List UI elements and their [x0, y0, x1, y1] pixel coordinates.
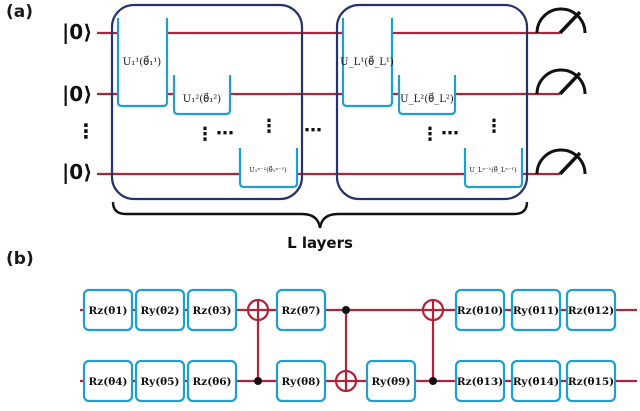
rotation-gate-label: Ry(θ14) — [513, 376, 559, 388]
cnot-1 — [246, 298, 270, 385]
cnot-3-control — [429, 377, 437, 385]
layers-label: L layers — [287, 234, 353, 252]
rotation-gate-label: Ry(θ9) — [372, 376, 411, 388]
rotation-gate-label: Ry(θ2) — [141, 305, 180, 317]
layers-brace — [111, 201, 529, 229]
meter-icon — [535, 68, 587, 96]
layer-box-1 — [110, 3, 304, 201]
qubit-vdots: ⋮ — [76, 119, 96, 143]
cnot-1-control — [254, 377, 262, 385]
panel-a-label: (a) — [6, 2, 33, 22]
rotation-gate-box — [82, 288, 134, 332]
rotation-gate-label: Rz(θ3) — [193, 305, 232, 317]
gate-uL-2-box — [397, 75, 457, 116]
rotation-gate-label: Ry(θ5) — [141, 376, 180, 388]
gate-uL-1-label: U_L¹(θ⃗_L¹) — [340, 55, 394, 68]
ket-zero-1: |0⟩ — [62, 20, 92, 44]
gate-u1-n-box — [238, 148, 299, 189]
layer-L-hdots: ⋯ — [441, 123, 459, 144]
rotation-gate-box — [186, 288, 238, 332]
gate-u1-2-label: U₁²(θ⃗₁²) — [183, 92, 221, 105]
rotation-gate-label: Rz(θ6) — [193, 376, 232, 388]
gate-u1-n-label: U₁ⁿ⁻¹(θ⃗₁ⁿ⁻¹) — [249, 165, 287, 174]
ket-zero-2: |0⟩ — [62, 82, 92, 106]
gate-uL-1-box — [341, 18, 394, 108]
rotation-gate-label: Rz(θ1) — [89, 305, 128, 317]
rotation-gate-box — [82, 359, 134, 403]
rotation-gate-label: Rz(θ12) — [568, 305, 614, 317]
rotation-gate-label: Rz(θ15) — [568, 376, 614, 388]
rotation-gate-label: Rz(θ4) — [89, 376, 128, 388]
layer-box-L — [335, 3, 529, 201]
gate-uL-2-label: U_L²(θ⃗_L²) — [400, 92, 454, 105]
layer-L-vdots-2: ⋮ — [485, 116, 503, 137]
gate-uL-n-box — [463, 148, 524, 189]
rotation-gate-box — [134, 359, 186, 403]
rotation-gate-label: Rz(θ7) — [282, 305, 321, 317]
layer-1-hdots: ⋯ — [216, 123, 234, 144]
rotation-gate-box — [454, 288, 506, 332]
rotation-gate-label: Rz(θ13) — [457, 376, 503, 388]
layer-1-gates: U₁¹(θ⃗₁¹) U₁²(θ⃗₁²) U₁ⁿ⁻¹(θ⃗₁ⁿ⁻¹) ⋮ ⋮ ⋯ — [116, 18, 299, 189]
gate-uL-n-label: U_Lⁿ⁻¹(θ⃗_Lⁿ⁻¹) — [469, 165, 517, 174]
measurement-meters — [535, 7, 587, 176]
gate-u1-1-box — [116, 18, 169, 108]
rotation-gate-box — [365, 359, 417, 403]
meter-icon — [535, 7, 587, 35]
rotation-gate-box — [565, 359, 617, 403]
rotation-gate-box — [454, 359, 506, 403]
gate-u1-1-label: U₁¹(θ⃗₁¹) — [123, 55, 161, 68]
cnot-2 — [334, 306, 358, 393]
layer-1-vdots-2: ⋮ — [260, 116, 278, 137]
rotation-gate-box — [565, 288, 617, 332]
meter-icon — [535, 148, 587, 176]
rotation-gate-label: Ry(θ11) — [513, 305, 559, 317]
cnot-2-control — [342, 306, 350, 314]
rotation-gate-box — [510, 288, 562, 332]
rotation-gate-box — [510, 359, 562, 403]
layer-1-vdots-1: ⋮ — [196, 124, 214, 145]
panel-b-label: (b) — [6, 249, 34, 269]
between-layers-dots: ⋯ — [304, 120, 322, 141]
rotation-gate-box — [186, 359, 238, 403]
layer-L-vdots-1: ⋮ — [421, 124, 439, 145]
cnot-3 — [421, 298, 445, 385]
rotation-gate-box — [275, 288, 327, 332]
rotation-gate-box — [275, 359, 327, 403]
layer-L-gates: U_L¹(θ⃗_L¹) U_L²(θ⃗_L²) U_Lⁿ⁻¹(θ⃗_Lⁿ⁻¹) … — [340, 18, 524, 189]
ket-zero-3: |0⟩ — [62, 160, 92, 184]
rotation-gate-label: Ry(θ8) — [282, 376, 321, 388]
rotation-gate-label: Rz(θ10) — [457, 305, 503, 317]
rotation-gate-box — [134, 288, 186, 332]
gate-u1-2-box — [172, 75, 232, 116]
rotation-gates: Rz(θ1) Ry(θ2) Rz(θ3) Rz(θ7) Rz(θ10) Ry(θ11) Rz… — [82, 288, 617, 403]
